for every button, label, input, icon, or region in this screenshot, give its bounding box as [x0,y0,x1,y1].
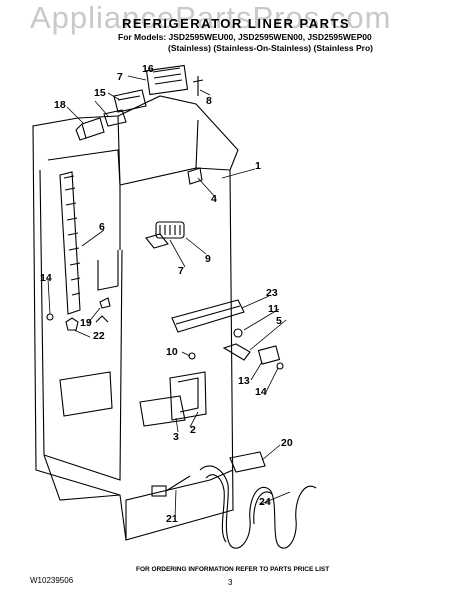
callout-16: 16 [142,63,154,75]
ordering-note: FOR ORDERING INFORMATION REFER TO PARTS … [136,566,330,573]
light-shield [171,299,245,333]
callout-24: 24 [259,496,271,508]
page-number: 3 [228,578,233,587]
control-housing [145,64,189,96]
diagram-title: REFRIGERATOR LINER PARTS [122,16,351,31]
gasket [103,109,127,127]
callout-18: 18 [54,99,66,111]
callout-8: 8 [206,95,212,107]
finish-list: (Stainless) (Stainless-On-Stainless) (St… [168,43,374,53]
defrost-heater [199,465,317,549]
lamp-housing [113,89,147,113]
callout-4: 4 [211,193,217,205]
callout-9: 9 [205,253,211,265]
callout-2: 2 [190,424,196,436]
callout-20: 20 [281,437,293,449]
document-id: W10239506 [30,576,74,585]
model-list: For Models: JSD2595WEU00, JSD2595WEN00, … [118,32,372,42]
callout-11: 11 [268,303,280,315]
callout-3: 3 [173,431,179,443]
callout-1: 1 [255,160,261,172]
callout-14-right: 14 [255,386,267,398]
callout-17: 7 [117,71,123,83]
callout-22: 22 [93,330,105,342]
side-channel [59,171,81,315]
liner-outline [32,95,239,541]
thermistor [81,117,105,139]
callout-14-left: 14 [40,272,52,284]
watermark: AppliancePartsPros.com [30,0,392,35]
callout-21: 21 [166,513,178,525]
liner-inner-back [117,115,199,186]
callout-15: 15 [94,87,106,99]
callout-5: 5 [276,315,282,327]
vent-grille [155,221,185,239]
callout-23: 23 [266,287,278,299]
liner-inner-left [39,169,123,481]
callout-19: 19 [80,317,92,329]
callout-10: 10 [166,346,178,358]
callout-13: 13 [238,375,250,387]
thermostat-knob [145,233,169,249]
callout-7: 7 [178,265,184,277]
callout-6: 6 [99,221,105,233]
